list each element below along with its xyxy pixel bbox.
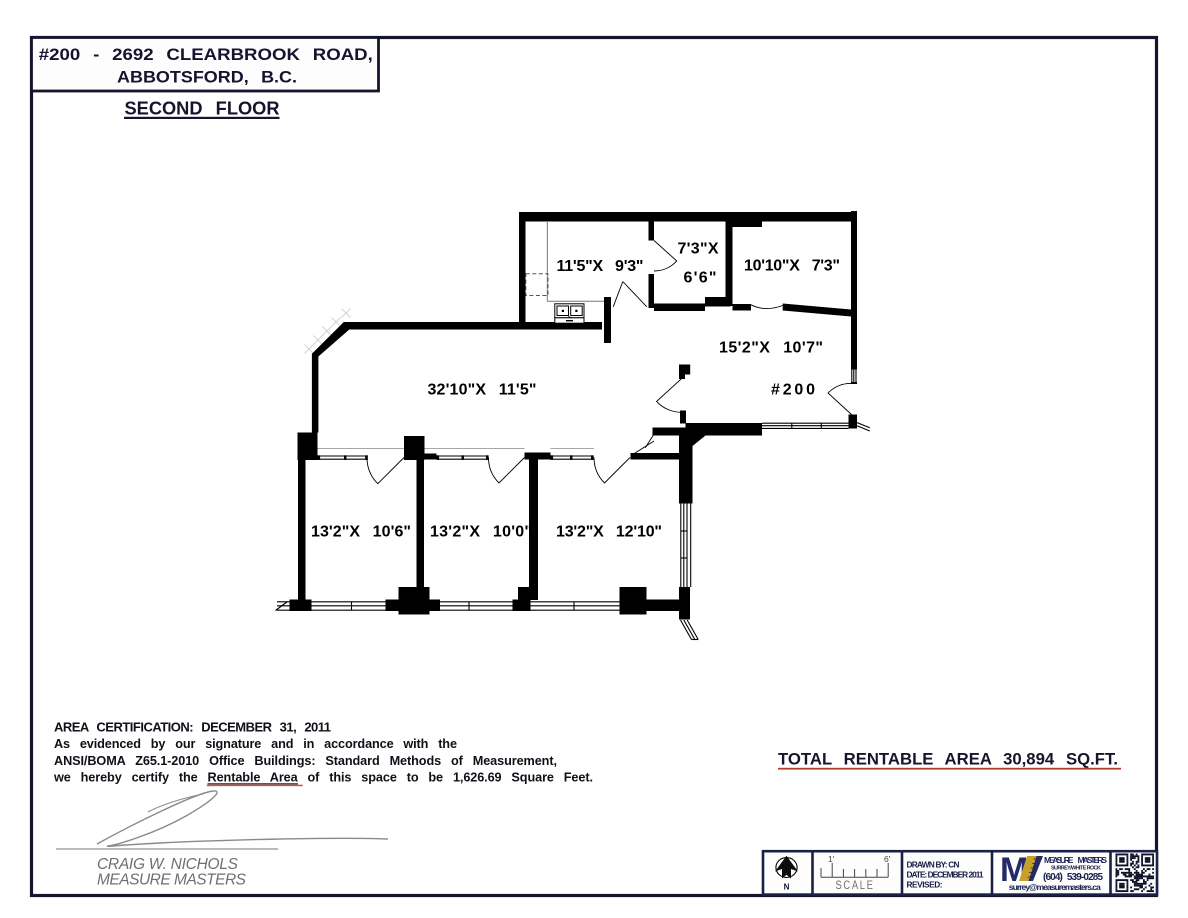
svg-text:REVISED:: REVISED:: [907, 879, 943, 889]
svg-text:1': 1': [828, 854, 835, 864]
svg-text:SCALE: SCALE: [836, 880, 875, 892]
svg-text:MEASURE MASTERS: MEASURE MASTERS: [97, 872, 247, 889]
svg-text:SECOND FLOOR: SECOND FLOOR: [125, 99, 280, 119]
svg-text:SURREY/WHITE ROCK: SURREY/WHITE ROCK: [1051, 866, 1101, 872]
svg-text:MASTERS: MASTERS: [1078, 855, 1108, 865]
svg-text:CRAIG W. NICHOLS: CRAIG W. NICHOLS: [97, 856, 239, 873]
svg-text:(604) 539-0285: (604) 539-0285: [1043, 872, 1103, 883]
svg-text:13'2"X 12'10": 13'2"X 12'10": [556, 524, 662, 541]
svg-text:6'6": 6'6": [684, 270, 717, 287]
svg-text:DATE: DECEMBER 2011: DATE: DECEMBER 2011: [907, 870, 984, 880]
svg-text:11'5"X 9'3": 11'5"X 9'3": [557, 258, 644, 275]
svg-text:6': 6': [884, 854, 891, 864]
svg-text:TOTAL RENTABLE AREA 30,894 SQ.: TOTAL RENTABLE AREA 30,894 SQ.FT.: [778, 751, 1118, 769]
svg-text:DRAWN BY: CN: DRAWN BY: CN: [907, 860, 960, 870]
svg-text:7'3"X: 7'3"X: [678, 241, 719, 258]
svg-text:ANSI/BOMA Z65.1-2010 Office Bu: ANSI/BOMA Z65.1-2010 Office Buildings: S…: [54, 754, 557, 768]
svg-text:N: N: [784, 883, 790, 892]
svg-text:AREA CERTIFICATION: DECEMBER 3: AREA CERTIFICATION: DECEMBER 31, 2011: [54, 720, 331, 735]
svg-text:As evidenced by our signature: As evidenced by our signature and in acc…: [54, 737, 457, 751]
svg-text:#200 - 2692 CLEARBROOK ROAD,: #200 - 2692 CLEARBROOK ROAD,: [39, 45, 373, 64]
svg-text:surrey@measuremasters.ca: surrey@measuremasters.ca: [1009, 882, 1101, 892]
svg-text:13'2"X 10'0": 13'2"X 10'0": [430, 524, 532, 541]
svg-text:#200: #200: [771, 382, 815, 399]
svg-text:32'10"X 11'5": 32'10"X 11'5": [428, 382, 537, 399]
svg-text:13'2"X 10'6": 13'2"X 10'6": [311, 524, 411, 541]
svg-text:MEASURE: MEASURE: [1044, 855, 1074, 865]
svg-text:ABBOTSFORD, B.C.: ABBOTSFORD, B.C.: [117, 68, 297, 87]
svg-text:we hereby certify the Rentable: we hereby certify the Rentable Area of t…: [53, 771, 593, 785]
svg-text:10'10"X 7'3": 10'10"X 7'3": [744, 258, 840, 275]
svg-text:15'2"X 10'7": 15'2"X 10'7": [719, 340, 823, 357]
